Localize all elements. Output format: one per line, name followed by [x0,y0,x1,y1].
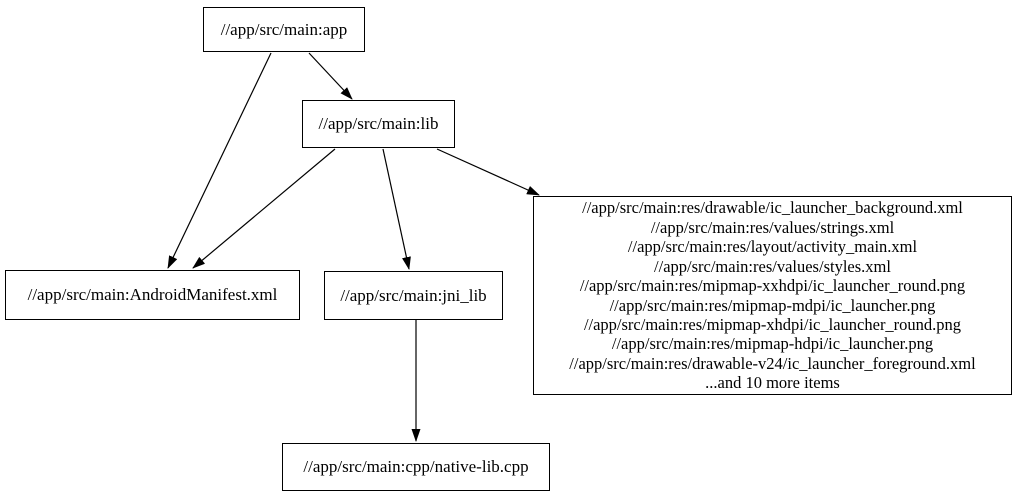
node-jni-lib[interactable]: //app/src/main:jni_lib [324,271,503,320]
node-native-cpp-label: //app/src/main:cpp/native-lib.cpp [303,457,529,476]
node-app-label: //app/src/main:app [220,19,348,39]
res-group-line: //app/src/main:res/drawable/ic_launcher_… [582,198,963,218]
edge-app-to-lib [308,52,353,100]
res-group-more-items: ...and 10 more items [705,373,840,393]
node-res-group[interactable]: //app/src/main:res/drawable/ic_launcher_… [533,196,1012,395]
res-group-line: //app/src/main:res/mipmap-xhdpi/ic_launc… [583,314,962,334]
node-app[interactable]: //app/src/main:app [203,7,365,52]
node-native-cpp[interactable]: //app/src/main:cpp/native-lib.cpp [282,443,550,491]
edge-lib-to-jni-lib [382,148,411,270]
node-jni-lib-label: //app/src/main:jni_lib [340,285,487,305]
res-group-line: //app/src/main:res/values/styles.xml [654,256,891,276]
node-android-manifest[interactable]: //app/src/main:AndroidManifest.xml [5,270,300,320]
edge-app-to-manifest [167,52,272,269]
res-group-line: //app/src/main:res/mipmap-mdpi/ic_launch… [609,295,936,315]
node-android-manifest-label: //app/src/main:AndroidManifest.xml [27,285,278,304]
res-group-line: //app/src/main:res/drawable-v24/ic_launc… [569,353,976,373]
res-group-line: //app/src/main:res/layout/activity_main.… [627,237,918,257]
edge-lib-to-res-group [436,148,540,196]
res-group-line: //app/src/main:res/mipmap-hdpi/ic_launch… [611,334,934,354]
edge-lib-to-manifest [192,148,336,269]
node-lib-label: //app/src/main:lib [318,114,439,133]
res-group-line: //app/src/main:res/values/strings.xml [650,217,895,237]
res-group-line: //app/src/main:res/mipmap-xxhdpi/ic_laun… [579,276,966,296]
node-lib[interactable]: //app/src/main:lib [302,100,455,148]
